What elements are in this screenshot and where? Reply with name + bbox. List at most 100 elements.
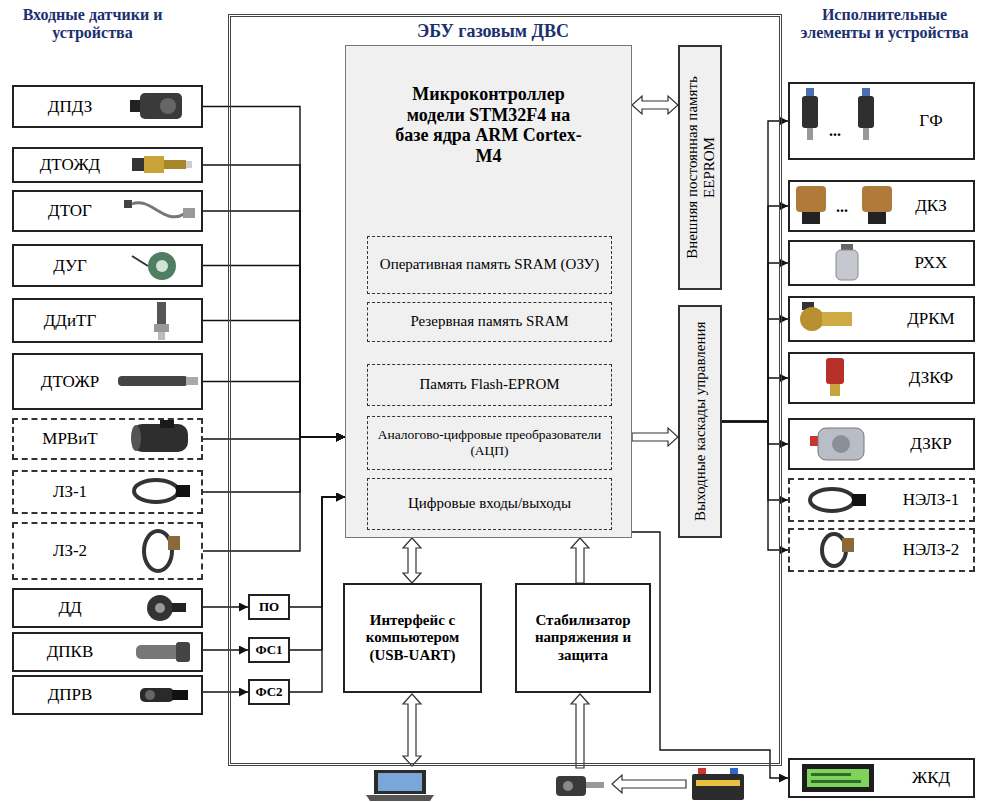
lambda-sensor-icon bbox=[144, 531, 172, 571]
bus-arrow bbox=[632, 96, 678, 114]
camshaft-sensor-icon bbox=[140, 688, 188, 702]
battery-icon bbox=[730, 768, 738, 774]
signal-line bbox=[722, 378, 788, 422]
crankshaft-sensor-icon bbox=[136, 645, 180, 659]
interface-box: Интерфейс с компьютером (USB-UART) bbox=[343, 583, 482, 693]
laptop-icon bbox=[366, 770, 434, 801]
laptop-icon bbox=[378, 773, 422, 791]
lcd-icon bbox=[802, 764, 874, 792]
ecu-housing: ЭБУ газовым ДВСМикроконтроллер модели ST… bbox=[228, 14, 782, 766]
box-label: ДДиТГ bbox=[14, 311, 126, 331]
box-label: ЛЗ-2 bbox=[14, 541, 126, 561]
eeprom-box: Внешняя постоянная память EEPROM bbox=[678, 45, 722, 290]
coolant-sensor-icon bbox=[132, 156, 192, 173]
filter-box: ФС2 bbox=[248, 679, 290, 705]
gas-injector-icon bbox=[802, 88, 818, 140]
box-label: ФС1 bbox=[251, 643, 286, 658]
signal-line bbox=[290, 497, 345, 650]
signal-line bbox=[632, 532, 788, 778]
sensor-box: ДТОЖД bbox=[12, 147, 203, 183]
air-flow-meter-icon bbox=[131, 420, 188, 452]
box-label: Оперативная память SRAM (ОЗУ) bbox=[376, 256, 603, 273]
camshaft-sensor-icon bbox=[140, 688, 174, 702]
ignition-switch-icon bbox=[563, 781, 573, 791]
box-label: НЭЛЗ-2 bbox=[889, 540, 973, 560]
box-label: ЛЗ-1 bbox=[14, 482, 126, 502]
laptop-icon bbox=[366, 795, 434, 801]
battery-icon bbox=[696, 780, 740, 786]
memory-block: Резервная память SRAM bbox=[367, 302, 612, 342]
ignition-switch-icon bbox=[586, 782, 604, 788]
actuator-box: ДЗКР bbox=[788, 418, 975, 470]
sensor-box: ДТОГ bbox=[12, 190, 203, 232]
filter-box: ПО bbox=[248, 594, 290, 620]
box-label: ДТОЖД bbox=[14, 155, 126, 175]
signal-line bbox=[203, 382, 345, 438]
sensor-box: ДПКВ bbox=[12, 632, 203, 672]
hollow-arrow bbox=[403, 694, 421, 766]
camshaft-sensor-icon bbox=[145, 690, 155, 700]
sensor-box: ЛЗ-1 bbox=[12, 470, 203, 514]
gas-injector-icon bbox=[806, 88, 814, 96]
ellipsis-mark: ... bbox=[829, 122, 841, 140]
idle-valve-icon bbox=[836, 244, 858, 280]
lcd-icon bbox=[811, 773, 851, 776]
sensor-box: ДПДЗ bbox=[12, 85, 203, 128]
box-label: НЭЛЗ-1 bbox=[889, 490, 973, 510]
box-label: ДЗКР bbox=[889, 434, 973, 454]
knock-sensor-icon bbox=[155, 603, 165, 613]
signal-line bbox=[722, 422, 788, 501]
ignition-coil-icon bbox=[862, 186, 892, 224]
actuator-box: ДЗКФ bbox=[788, 352, 975, 404]
gas-injector-icon bbox=[858, 88, 874, 140]
lcd-icon bbox=[802, 764, 874, 792]
crankshaft-sensor-icon bbox=[136, 642, 190, 662]
gas-pressure-sensor-icon bbox=[157, 302, 166, 324]
signal-line bbox=[203, 165, 345, 437]
ignition-coil-icon bbox=[868, 212, 886, 224]
output-stage-box: Выходные каскады управления bbox=[678, 305, 722, 538]
lambda-sensor-icon bbox=[176, 485, 190, 497]
gas-injector-icon bbox=[807, 128, 813, 140]
actuator-box: ГФ bbox=[788, 82, 975, 160]
lambda-sensor-icon bbox=[168, 536, 180, 550]
ignition-coil-icon bbox=[796, 186, 826, 212]
throttle-sensor-icon bbox=[160, 98, 176, 114]
sensor-box: ДТОЖР bbox=[12, 353, 203, 410]
valve-icon bbox=[822, 312, 852, 326]
coolant-sensor-icon bbox=[132, 158, 144, 171]
box-label: ДТОЖР bbox=[14, 372, 126, 392]
coolant-sensor-icon bbox=[164, 160, 186, 169]
air-flow-meter-icon bbox=[131, 425, 141, 451]
box-label: Резервная память SRAM bbox=[406, 313, 572, 330]
oxygen-sensor-icon bbox=[183, 208, 195, 218]
ignition-coil-icon bbox=[796, 186, 826, 224]
signal-line bbox=[290, 497, 345, 692]
box-label: ДТОГ bbox=[14, 201, 126, 221]
box-label: ЖКД bbox=[889, 768, 973, 788]
valve-icon bbox=[800, 307, 824, 331]
hollow-arrow bbox=[571, 694, 589, 768]
power-box: Стабилизатор напряжения и защита bbox=[515, 583, 651, 693]
box-label: Память Flash-EPROM bbox=[415, 376, 563, 393]
signal-line bbox=[290, 497, 345, 607]
signal-line bbox=[203, 691, 248, 692]
box-label: ДПДЗ bbox=[14, 97, 126, 117]
signal-line bbox=[203, 606, 248, 607]
throttle-sensor-icon bbox=[130, 93, 182, 119]
coolant-sensor-icon bbox=[186, 161, 192, 168]
box-label: Интерфейс с компьютером (USB-UART) bbox=[345, 612, 480, 664]
box-label: ДУГ bbox=[14, 256, 126, 276]
gas-level-sensor-icon bbox=[132, 252, 176, 280]
box-label: ДРКМ bbox=[889, 309, 973, 329]
box-label: МРВиТ bbox=[14, 429, 126, 449]
box-label: ДД bbox=[14, 598, 126, 618]
memory-block: Цифровые входы/выходы bbox=[367, 478, 612, 530]
actuator-box: НЭЛЗ-1 bbox=[788, 478, 975, 522]
gas-injector-icon bbox=[802, 96, 818, 128]
gas-pressure-sensor-icon bbox=[158, 332, 165, 340]
throttle-sensor-icon bbox=[140, 93, 182, 119]
lambda-sensor-icon bbox=[134, 480, 190, 502]
gas-pressure-sensor-icon bbox=[154, 324, 169, 332]
heater-icon bbox=[842, 538, 854, 552]
